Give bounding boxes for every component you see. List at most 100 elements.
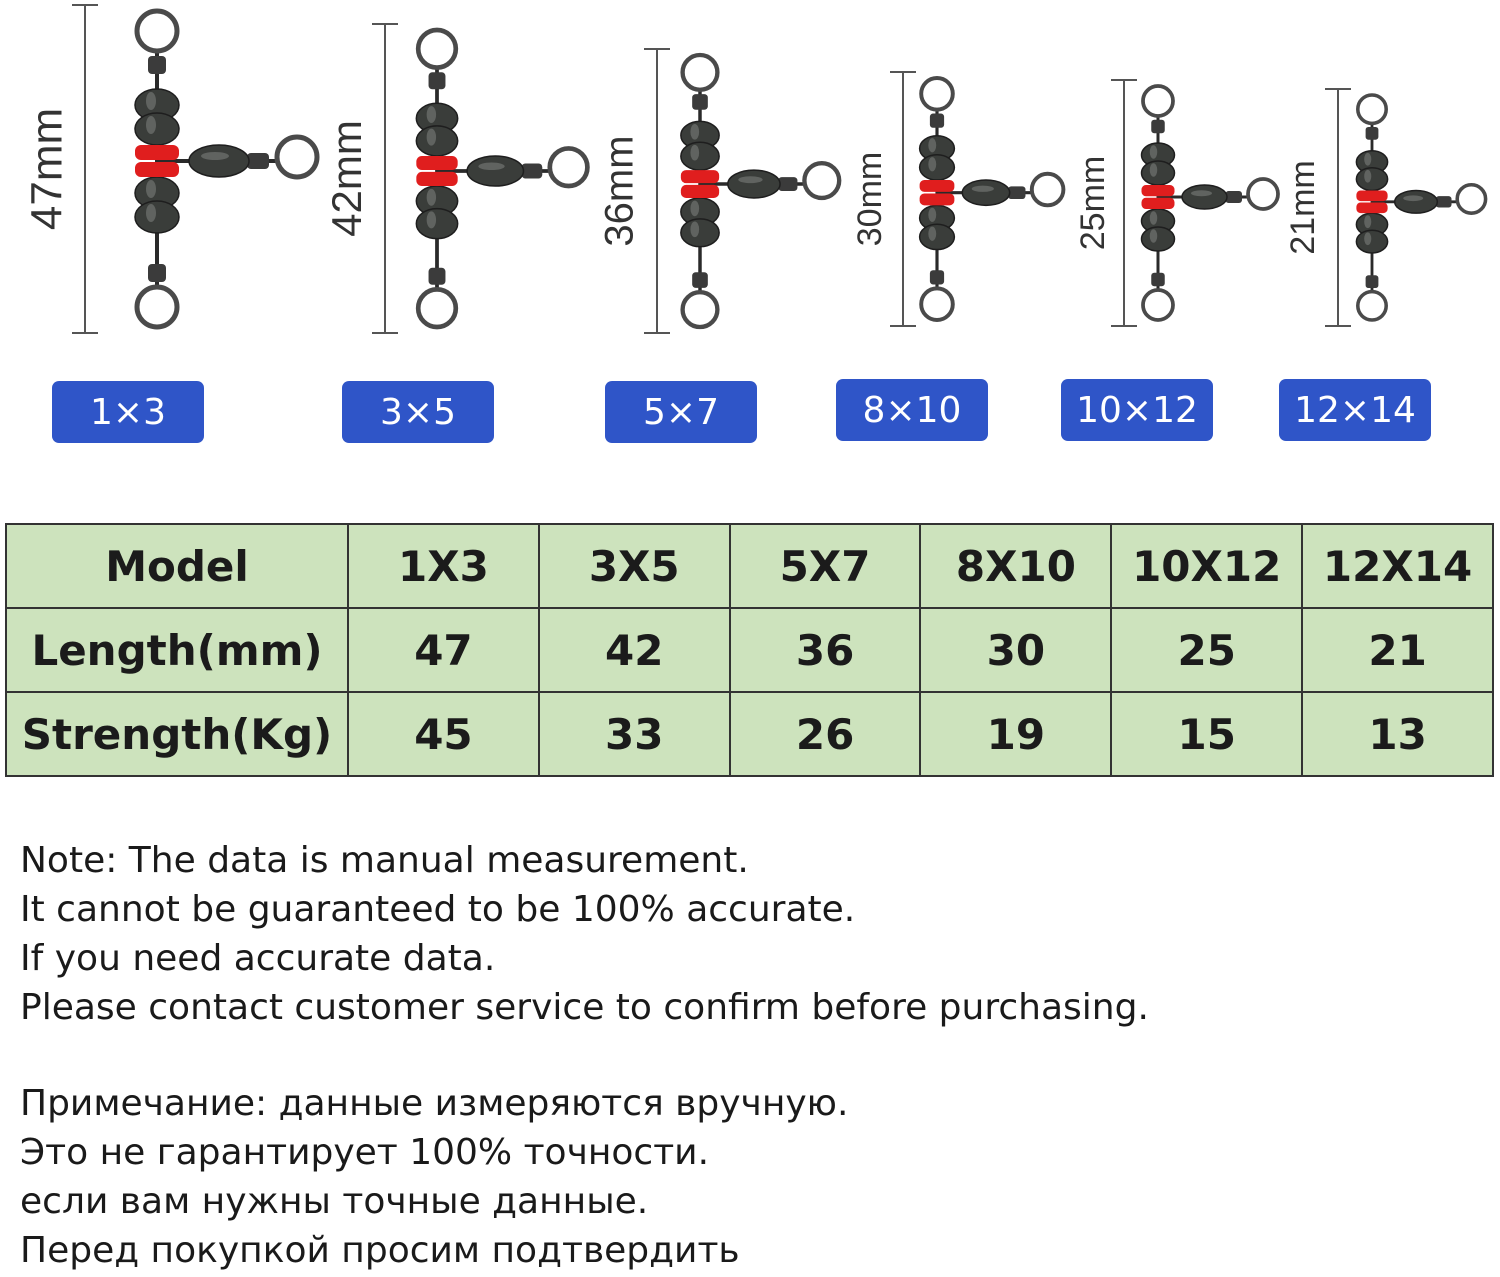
- red-bead: [135, 162, 179, 177]
- barrel-highlight: [1149, 163, 1158, 177]
- swivel-barrel: [188, 144, 250, 178]
- barrel-highlight: [426, 128, 437, 146]
- size-badge: 5×7: [605, 381, 757, 443]
- note-line: It cannot be guaranteed to be 100% accur…: [20, 889, 856, 930]
- red-bead: [1141, 197, 1175, 209]
- table-cell: 25: [1110, 607, 1304, 693]
- wire-coil: [692, 94, 708, 110]
- red-bead: [135, 145, 179, 160]
- swivel-barrel: [1355, 229, 1389, 254]
- barrel-highlight: [690, 144, 700, 161]
- swivel-barrel: [680, 218, 720, 248]
- barrel-highlight: [1364, 232, 1372, 246]
- eye-ring: [680, 290, 720, 330]
- table-cell: 8X10: [919, 523, 1113, 609]
- table-cell: 33: [537, 691, 731, 777]
- barrel-highlight: [690, 200, 700, 217]
- eye-ring: [134, 8, 180, 54]
- eye-ring: [919, 286, 955, 322]
- barrel-highlight: [1403, 195, 1424, 202]
- wire-coil: [428, 267, 446, 285]
- dimension-label: 25mm: [1074, 156, 1112, 250]
- barrel-highlight: [1364, 215, 1372, 229]
- size-badge: 3×5: [342, 381, 494, 443]
- size-badge: 10×12: [1061, 379, 1213, 441]
- eye-ring: [547, 146, 590, 189]
- swivel: 47mm: [23, 4, 320, 334]
- red-bead: [1141, 185, 1175, 197]
- red-bead: [680, 184, 720, 198]
- barrel-highlight: [971, 185, 994, 192]
- table-cell: 15: [1110, 691, 1304, 777]
- swivel-barrel: [961, 179, 1011, 207]
- table-cell: 10X12: [1110, 523, 1304, 609]
- table-row: Model 1X3 3X5 5X7 8X10 10X12 12X14: [5, 523, 1494, 609]
- eye-ring: [274, 134, 320, 180]
- barrel-highlight: [426, 211, 437, 229]
- swivel: 42mm: [323, 23, 590, 334]
- eye-ring: [415, 287, 459, 330]
- red-bead: [416, 155, 458, 171]
- barrel-highlight: [738, 176, 763, 184]
- barrel-highlight: [1364, 152, 1372, 166]
- barrel-highlight: [146, 180, 156, 198]
- wire-coil: [1225, 191, 1242, 203]
- barrel-highlight: [426, 188, 437, 206]
- table-cell: 5X7: [728, 523, 922, 609]
- note-line: Перед покупкой просим подтвердить: [20, 1230, 740, 1271]
- swivel-barrel: [1140, 160, 1176, 186]
- note-line: Примечание: данные измеряются вручную.: [20, 1083, 849, 1124]
- table-cell: 19: [919, 691, 1113, 777]
- eye-ring: [680, 52, 720, 92]
- barrel-highlight: [146, 92, 156, 110]
- barrel-highlight: [1149, 145, 1158, 159]
- table-cell: 42: [537, 607, 731, 693]
- swivel: 25mm: [1074, 79, 1280, 327]
- barrel-highlight: [1191, 190, 1212, 197]
- swivel: 36mm: [598, 48, 842, 334]
- note-line: Please contact customer service to confi…: [20, 987, 1149, 1028]
- eye-ring: [1029, 171, 1066, 208]
- barrel-highlight: [928, 226, 937, 241]
- wire-coil: [521, 163, 543, 179]
- barrel-highlight: [928, 157, 937, 172]
- barrel-highlight: [426, 106, 437, 124]
- eye-ring: [1356, 93, 1388, 126]
- barrel-highlight: [1149, 229, 1158, 243]
- table-cell: 45: [347, 691, 540, 777]
- row-header: Model: [5, 523, 349, 609]
- dimension-label: 36mm: [598, 135, 642, 246]
- wire-coil: [1151, 119, 1165, 134]
- barrel-highlight: [928, 207, 937, 222]
- red-bead: [1356, 190, 1388, 202]
- swivel-barrel: [1393, 189, 1439, 214]
- swivel-barrel: [415, 125, 459, 157]
- barrel-highlight: [1364, 169, 1372, 183]
- note-line: если вам нужны точные данные.: [20, 1181, 649, 1222]
- table-cell: 13: [1301, 691, 1494, 777]
- table-row: Strength(Kg) 45 33 26 19 15 13: [5, 691, 1494, 777]
- eye-ring: [919, 76, 955, 112]
- barrel-highlight: [1149, 211, 1158, 225]
- table-cell: 12X14: [1301, 523, 1494, 609]
- swivel-barrel: [1181, 184, 1228, 210]
- note-line: Note: The data is manual measurement.: [20, 840, 749, 881]
- spec-table: Model 1X3 3X5 5X7 8X10 10X12 12X14 Lengt…: [5, 523, 1494, 777]
- red-bead: [919, 180, 955, 192]
- eye-ring: [1141, 288, 1175, 322]
- wire-coil: [148, 264, 166, 282]
- red-bead: [1356, 202, 1388, 214]
- table-cell: 47: [347, 607, 540, 693]
- dimension-label: 30mm: [851, 152, 889, 246]
- note-russian: Примечание: данные измеряются вручную. Э…: [20, 1079, 848, 1275]
- wire-coil: [1365, 275, 1379, 289]
- table-cell: 30: [919, 607, 1113, 693]
- wire-coil: [1365, 126, 1379, 140]
- eye-ring: [134, 284, 180, 330]
- swivel-barrel: [918, 154, 956, 181]
- eye-ring: [1246, 177, 1280, 211]
- barrel-highlight: [478, 162, 505, 171]
- size-badge: 1×3: [52, 381, 204, 443]
- table-cell: 21: [1301, 607, 1494, 693]
- size-badge: 12×14: [1279, 379, 1431, 441]
